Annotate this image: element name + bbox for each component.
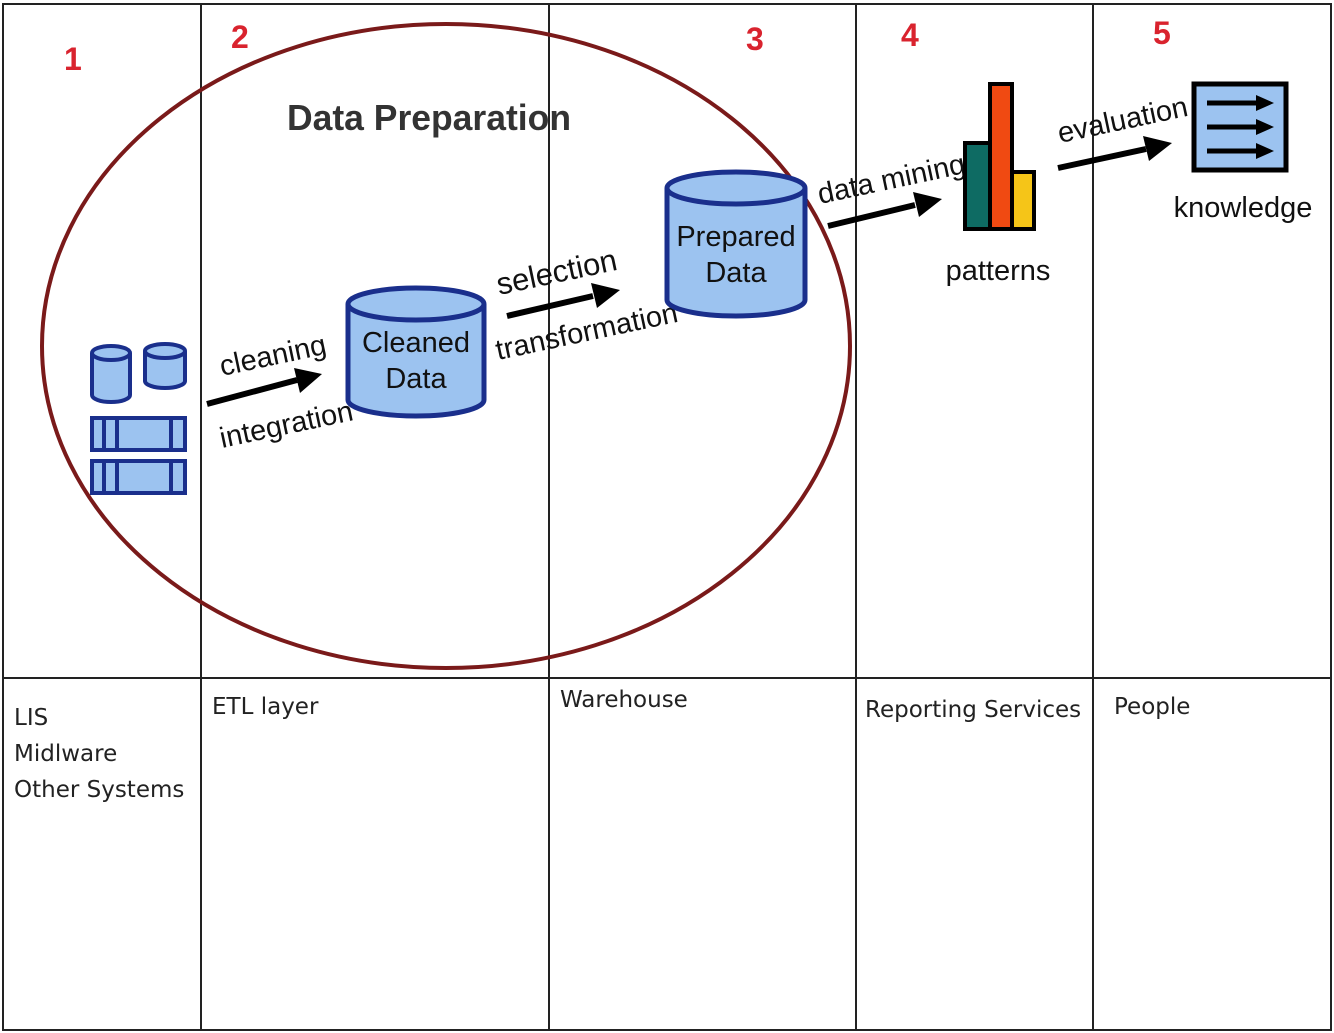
flow-arrows: [206, 136, 1172, 407]
label-evaluation: evaluation: [1055, 91, 1191, 150]
arrow-icon-data-mining: [827, 192, 942, 229]
database-cluster-icon: [90, 342, 187, 495]
arrow-icon-selection: [506, 283, 620, 319]
prepared-data-label-line1: Prepared: [676, 221, 795, 253]
layer-sources-lis: LIS: [14, 705, 48, 731]
step-number-4: 4: [901, 17, 919, 53]
layer-reporting-services: Reporting Services: [865, 697, 1081, 723]
diagram-title: Data Preparation: [287, 97, 571, 138]
layer-etl: ETL layer: [212, 694, 319, 720]
layer-sources-midlware: Midlware: [14, 741, 117, 767]
step-number-3: 3: [746, 21, 764, 57]
cleaned-data-label-line1: Cleaned: [362, 327, 470, 359]
label-integration: integration: [217, 395, 356, 454]
prepared-data-cylinder-icon: [664, 169, 808, 319]
layer-labels: LIS Midlware Other Systems ETL layer War…: [14, 687, 1190, 803]
label-transformation: transformation: [493, 297, 681, 367]
knowledge-label: knowledge: [1174, 192, 1313, 224]
step-numbers: 1 2 3 4 5: [64, 15, 1171, 77]
cleaned-data-label-line2: Data: [385, 363, 447, 395]
step-number-1: 1: [64, 41, 82, 77]
step-number-5: 5: [1153, 15, 1171, 51]
step-number-2: 2: [231, 19, 249, 55]
cleaned-data-cylinder-icon: [345, 285, 487, 419]
arrow-icon-evaluation: [1057, 136, 1172, 171]
bar-chart-icon: [963, 82, 1036, 231]
layer-people: People: [1114, 694, 1190, 720]
document-list-icon: [1191, 81, 1289, 173]
grid-lines: [2, 3, 1332, 1031]
data-preparation-ellipse: [40, 22, 852, 670]
layer-sources-other-systems: Other Systems: [14, 777, 184, 803]
layer-warehouse: Warehouse: [560, 687, 688, 713]
patterns-label: patterns: [946, 255, 1051, 287]
arrow-icon-cleaning: [206, 368, 322, 407]
prepared-data-label-line2: Data: [705, 257, 767, 289]
label-data-mining: data mining: [815, 148, 968, 210]
